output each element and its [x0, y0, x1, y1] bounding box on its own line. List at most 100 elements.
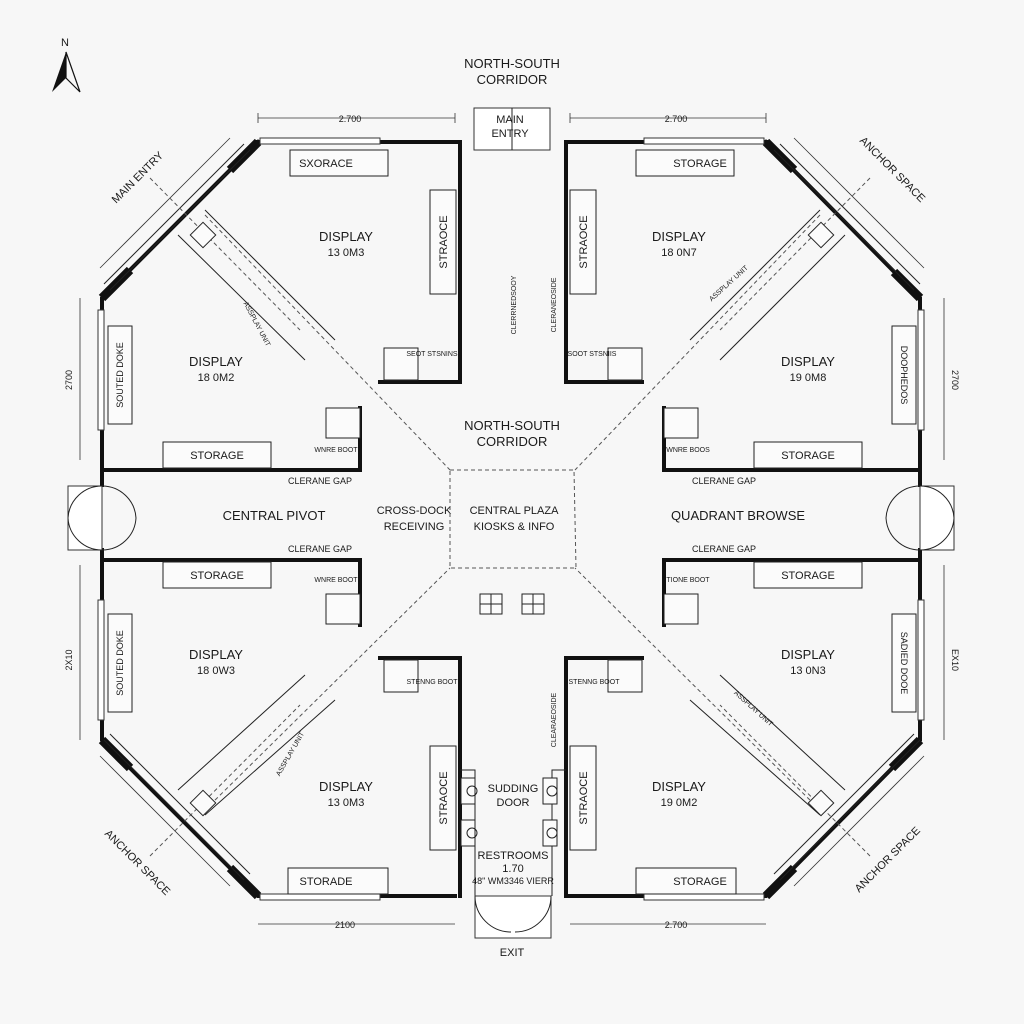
room-se-upper-title: DISPLAY	[781, 647, 835, 662]
storage-nw-left-label: SOUTED DOKE	[115, 342, 125, 408]
storage-nw-bottom[interactable]	[162, 441, 272, 469]
storage-se-bottom-label: STORAGE	[673, 876, 727, 888]
room-ne-lower-area: 19 0M8	[790, 372, 827, 384]
west-door[interactable]	[67, 485, 137, 551]
restroom-fixtures-icon	[460, 777, 558, 847]
storage-se-top-label: STORAGE	[781, 570, 835, 582]
dim-top-left: 2.700	[339, 114, 362, 124]
booth-se-lower-label: STENNG BOOT	[569, 679, 621, 686]
main-entry-diag-label: MAIN ENTRY	[110, 149, 167, 206]
storage-sw-side[interactable]	[429, 745, 457, 851]
storage-ne-side-label: STRAOCE	[578, 215, 590, 268]
gap-sw: CLERANE GAP	[288, 544, 352, 554]
main-entry-door[interactable]	[473, 107, 551, 151]
room-ne-upper-area: 18 0N7	[661, 247, 696, 259]
booth-sw-lower-label: STENNG BOOT	[407, 679, 459, 686]
display-unit-nw: ASSPLAY UNIT	[242, 301, 272, 349]
dim-right-upper: 2700	[950, 370, 960, 390]
storage-ne-top-label: STORAGE	[673, 158, 727, 170]
storage-nw-bottom-label: STORAGE	[190, 450, 244, 462]
gap-se: CLERANE GAP	[692, 544, 756, 554]
central-plaza-line2: KIOSKS & INFO	[474, 521, 555, 533]
booth-nw-label: SEOT STSNINS	[406, 351, 458, 358]
storage-sw-top-label: STORAGE	[190, 570, 244, 582]
display-unit-se: ASSPLAY UNIT	[732, 690, 774, 729]
corridor-lower-vlabel: CLEARAEOSIDE	[551, 692, 558, 747]
dimension-top-right	[569, 113, 767, 123]
anchor-ne-label: ANCHOR SPACE	[857, 135, 927, 205]
storage-nw-side[interactable]	[429, 189, 457, 295]
central-pivot-label: CENTRAL PIVOT	[223, 508, 326, 523]
corridor-left-vlabel: CLERRNEDSOOY	[511, 275, 518, 334]
dim-left-lower: 2X10	[64, 649, 74, 670]
storage-nw-left[interactable]	[107, 325, 133, 425]
storage-sw-top[interactable]	[162, 561, 272, 589]
central-plaza-line1: CENTRAL PLAZA	[470, 505, 560, 517]
booth-ne-label: SOOT STSNIIS	[568, 351, 617, 358]
storage-ne-top[interactable]	[635, 149, 735, 177]
anchor-se-label: ANCHOR SPACE	[853, 825, 923, 895]
storage-se-right[interactable]	[891, 613, 917, 713]
diagonal-dimension-lines	[99, 137, 925, 887]
central-plaza[interactable]	[449, 469, 577, 569]
restrooms-line3: 48" WM3346 VIERR	[472, 876, 554, 886]
dimension-top-left	[257, 113, 456, 123]
exit-label: EXIT	[500, 947, 525, 959]
booth-sw-label: WNRE BOOT	[314, 577, 358, 584]
booth-se-label: TIONE BOOT	[666, 577, 710, 584]
storage-nw-top[interactable]	[289, 149, 389, 177]
room-sw-lower-title: DISPLAY	[319, 779, 373, 794]
storage-ne-side[interactable]	[569, 189, 597, 295]
east-door[interactable]	[885, 485, 955, 551]
storage-se-right-label: SADIED DOOE	[899, 632, 909, 695]
room-nw-lower-area: 18 0M2	[198, 372, 235, 384]
dim-right-lower: EX10	[950, 649, 960, 671]
display-unit-ne: ASSPLAY UNIT	[708, 264, 750, 303]
room-sw-lower-area: 13 0M3	[328, 797, 365, 809]
anchor-sw-label: ANCHOR SPACE	[102, 828, 172, 898]
storage-ne-bottom[interactable]	[753, 441, 863, 469]
booth-nw-lower-label: WNRE BOOT	[314, 447, 358, 454]
storage-se-side-label: STRAOCE	[578, 771, 590, 824]
storage-sw-bottom[interactable]	[287, 867, 389, 895]
storage-sw-left-label: SOUTED DOKE	[115, 630, 125, 696]
storage-nw-side-label: STRAOCE	[438, 215, 450, 268]
room-sw-upper-title: DISPLAY	[189, 647, 243, 662]
restrooms-line2: 1.70	[502, 863, 523, 875]
cross-dock-line2: RECEIVING	[384, 521, 445, 533]
display-unit-arrows	[177, 209, 846, 817]
room-sw-upper-area: 18 0W3	[197, 665, 235, 677]
cross-dock-line1: CROSS-DOCK	[377, 505, 452, 517]
room-nw-lower-title: DISPLAY	[189, 354, 243, 369]
sliding-door-line1: SUDDING	[488, 783, 539, 795]
room-ne-upper-title: DISPLAY	[652, 229, 706, 244]
storage-ne-right-label: DOOPHEDOS	[899, 346, 909, 405]
storage-se-side[interactable]	[569, 745, 597, 851]
corridor-mid-line1: NORTH-SOUTH	[464, 418, 560, 433]
storage-se-top[interactable]	[753, 561, 863, 589]
exit-door[interactable]	[474, 895, 552, 939]
restrooms-line1: RESTROOMS	[478, 850, 549, 862]
storage-sw-left[interactable]	[107, 613, 133, 713]
booth-boxes	[325, 347, 699, 693]
room-nw-upper-area: 13 0M3	[328, 247, 365, 259]
room-ne-lower-title: DISPLAY	[781, 354, 835, 369]
booth-ne-lower-label: WNRE BOOS	[666, 447, 710, 454]
kiosk-grid-icon	[479, 593, 545, 615]
compass-label: N	[61, 37, 69, 49]
storage-ne-bottom-label: STORAGE	[781, 450, 835, 462]
dim-bottom-right: 2.700	[665, 920, 688, 930]
dim-left-upper: 2700	[64, 370, 74, 390]
corridor-top-line1: NORTH-SOUTH	[464, 56, 560, 71]
north-arrow-icon	[52, 51, 81, 93]
storage-ne-right[interactable]	[891, 325, 917, 425]
storage-se-bottom[interactable]	[635, 867, 737, 895]
quadrant-browse-label: QUADRANT BROWSE	[671, 508, 805, 523]
dim-top-right: 2.700	[665, 114, 688, 124]
room-se-upper-area: 13 0N3	[790, 665, 825, 677]
storage-nw-top-label: SXORACE	[299, 158, 353, 170]
dim-bottom-left: 2100	[335, 920, 355, 930]
main-entry-line2: ENTRY	[491, 128, 529, 140]
room-se-lower-area: 19 0M2	[661, 797, 698, 809]
